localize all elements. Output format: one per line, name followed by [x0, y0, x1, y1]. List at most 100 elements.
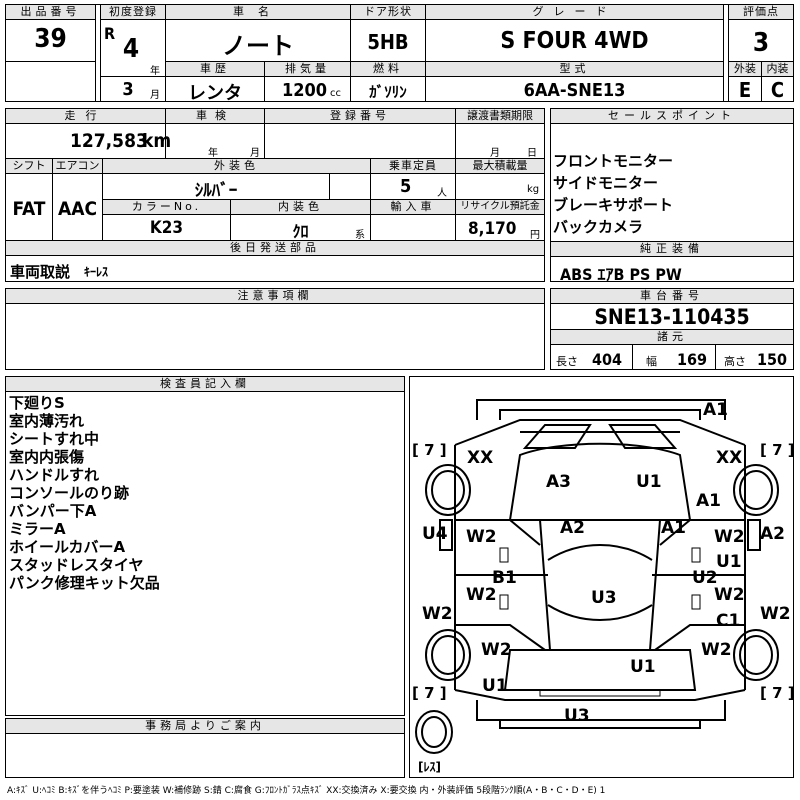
lot-blank-cell: [5, 61, 96, 102]
inspector-item: ホイールカバーA: [9, 538, 126, 556]
damage-mark: W2: [466, 527, 497, 547]
tire-tread-rear-left: [ 7 ]: [412, 684, 447, 702]
int-color-label: 内装色: [230, 199, 371, 215]
door-label: ドア形状: [350, 4, 426, 20]
month-unit: 月: [150, 90, 160, 101]
height: 150: [757, 350, 788, 369]
inspector-item: 室内薄汚れ: [9, 412, 85, 430]
inspector-item: ハンドルすれ: [9, 466, 100, 484]
load-label: 最大積載量: [455, 158, 545, 174]
dims-divider-2: [715, 344, 716, 370]
car-outline: [439, 399, 761, 729]
door-type: 5HB: [367, 30, 409, 54]
color-no: K23: [149, 218, 184, 238]
legend: A:ｷｽﾞ U:ﾍｺﾐ B:ｷｽﾞを伴うﾍｺﾐ P:要塗装 W:補修跡 S:錆 …: [7, 786, 606, 796]
later-items-sub: ｷｰﾚｽ: [84, 265, 109, 279]
inspector-item: スタッドレスタイヤ: [9, 556, 144, 574]
mileage-unit: km: [142, 130, 172, 152]
width: 169: [677, 350, 708, 369]
damage-mark: W2: [701, 640, 732, 660]
load-unit: kg: [527, 184, 540, 195]
damage-mark: XX: [716, 448, 742, 468]
inspector-item: 下廻りS: [9, 394, 65, 412]
sales-point: サイドモニター: [553, 174, 659, 192]
dims-label: 諸元: [550, 329, 794, 345]
damage-mark: W2: [714, 585, 745, 605]
chassis-label: 車台番号: [550, 288, 794, 304]
grade: S FOUR 4WD: [500, 28, 649, 54]
damage-mark: U4: [422, 524, 448, 544]
damage-mark: A1: [661, 518, 686, 538]
reg-no-cell: [264, 123, 456, 159]
damage-mark: A3: [546, 472, 571, 492]
transfer-label: 譲渡書類期限: [455, 108, 545, 124]
equip-label: 純正装備: [550, 241, 794, 257]
recycle-unit: 円: [530, 230, 540, 241]
damage-mark: U3: [564, 706, 590, 726]
score: 3: [752, 28, 770, 58]
model-cell: [425, 76, 724, 102]
tire-tread-rear-right: [ 7 ]: [760, 684, 794, 702]
damage-mark: W2: [422, 604, 453, 624]
inspector-item: シートすれ中: [9, 430, 100, 448]
inspector-item: パンク修理キット欠品: [9, 574, 160, 592]
length-label: 長さ: [556, 355, 578, 368]
damage-mark: U1: [630, 657, 656, 677]
shift-label: シフト: [5, 158, 53, 174]
tires: [415, 464, 779, 754]
damage-mark: U1: [636, 472, 662, 492]
inspector-list: 下廻りS 室内薄汚れ シートすれ中 室内内張傷 ハンドルすれ コンソールのり跡 …: [9, 394, 160, 592]
notes-label: 注意事項欄: [5, 288, 545, 304]
ac-label: エアコン: [52, 158, 103, 174]
int-color: ｸﾛ: [292, 222, 309, 241]
inspector-item: バンパー下A: [9, 502, 97, 520]
car-name: ノート: [222, 32, 294, 60]
damage-mark: U3: [591, 588, 617, 608]
inspector-label: 検査員記入欄: [5, 376, 405, 392]
history-label: 車歴: [165, 61, 265, 77]
interior-label: 内装: [761, 61, 794, 77]
reg-month-divider: [100, 76, 166, 77]
damage-mark: B1: [492, 568, 517, 588]
damage-mark: C1: [716, 611, 740, 631]
sales-point: フロントモニター: [553, 152, 674, 170]
exterior-label: 外装: [728, 61, 762, 77]
length: 404: [592, 350, 623, 369]
mileage-label: 走行: [5, 108, 166, 124]
office-label: 事務局よりご案内: [5, 718, 405, 734]
tire-tread-front-right: [ 7 ]: [760, 441, 794, 459]
first-reg-label: 初度登録: [100, 4, 166, 20]
later-items: 車両取説: [10, 263, 71, 281]
diagram-box: [409, 376, 794, 778]
color-no-label: カラーNo.: [102, 199, 231, 215]
sales-points-list: フロントモニター サイドモニター ブレーキサポート バックカメラ: [553, 152, 673, 236]
damage-mark: W2: [714, 527, 745, 547]
grade-label: グレード: [425, 4, 724, 20]
interior-score: C: [770, 78, 785, 102]
era: R: [104, 24, 116, 43]
reg-year: 4: [122, 34, 140, 64]
car-name-label: 車名: [165, 4, 351, 20]
inspector-item: ミラーA: [9, 520, 66, 538]
interior-cell: [761, 76, 794, 102]
sales-point: ブレーキサポート: [553, 196, 674, 214]
damage-mark: W2: [481, 640, 512, 660]
model: 6AA-SNE13: [523, 80, 626, 101]
dims-divider-1: [632, 344, 633, 370]
fuel: ｶﾞｿﾘﾝ: [369, 83, 407, 101]
equip: ABS ｴｱB PS PW: [560, 265, 682, 284]
reg-month: 3: [122, 79, 134, 100]
car-diagram: [ 7 ] [ 7 ] [ 7 ] [ 7 ] [ﾚｽ] A1 XX XX A3…: [412, 399, 794, 774]
damage-mark: XX: [467, 448, 493, 468]
spare-tire-label: [ﾚｽ]: [418, 760, 441, 774]
inspector-item: 室内内張傷: [9, 448, 85, 466]
model-label: 型式: [425, 61, 724, 77]
recycle-label: リサイクル預託金: [455, 199, 545, 215]
capacity-label: 乗車定員: [370, 158, 456, 174]
damage-mark: U1: [716, 552, 742, 572]
damage-mark: U1: [482, 676, 508, 696]
displacement: 1200: [282, 80, 328, 101]
damage-mark: A1: [703, 400, 728, 420]
capacity: 5: [400, 176, 412, 197]
tire-tread-front-left: [ 7 ]: [412, 441, 447, 459]
